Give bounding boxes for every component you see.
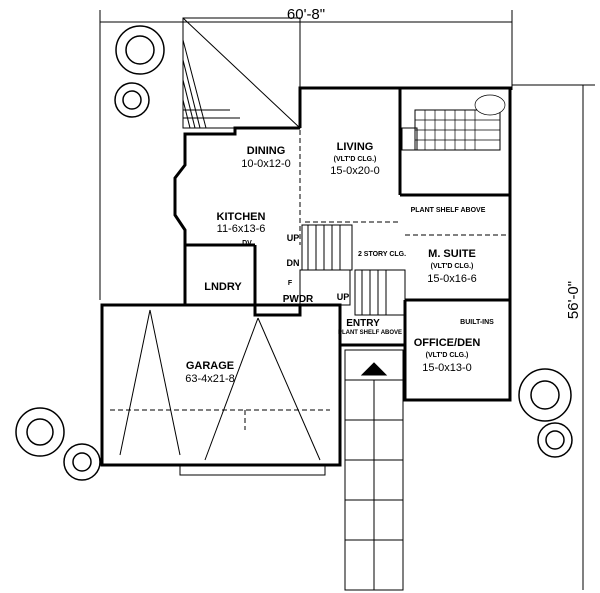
depth-dimension: 56'-0" — [512, 84, 595, 590]
office-label: OFFICE/DEN — [414, 337, 481, 349]
master-note: (VLT'D CLG.) — [431, 263, 474, 270]
office-note: (VLT'D CLG.) — [426, 352, 469, 359]
powder-label: PWDR — [283, 294, 314, 305]
deck — [182, 17, 301, 129]
entry-arrow-icon — [362, 363, 386, 375]
living-size: 15-0x20-0 — [330, 165, 380, 177]
living-label: LIVING — [337, 141, 374, 153]
office-size: 15-0x13-0 — [422, 362, 472, 374]
tree-icon — [15, 25, 573, 481]
entry-note: PLANT SHELF ABOVE — [338, 330, 402, 336]
garage-label: GARAGE — [186, 360, 234, 372]
depth-label: 56'-0" — [565, 281, 582, 319]
kitchen-label: KITCHEN — [217, 211, 266, 223]
kitchen-size: 11-6x13-6 — [217, 223, 266, 235]
stairs-up2-label: UP — [337, 292, 350, 302]
master-label: M. SUITE — [428, 248, 476, 260]
two-story-label: 2 STORY CLG. — [358, 251, 406, 258]
living-note: (VLT'D CLG.) — [334, 156, 377, 163]
dining-size: 10-0x12-0 — [241, 158, 291, 170]
dryer-label: DV — [242, 240, 252, 247]
garage-size: 63-4x21-8 — [185, 373, 235, 385]
walls — [100, 86, 512, 467]
stairs-down-label: DN — [287, 258, 300, 268]
master-bath — [401, 94, 506, 151]
pantry-label: F — [288, 280, 293, 287]
walkway — [344, 349, 404, 591]
width-dimension: 60'-8" — [99, 6, 513, 300]
stairs — [301, 224, 406, 316]
width-label: 60'-8" — [287, 6, 325, 23]
master-size: 15-0x16-6 — [427, 273, 477, 285]
entry-label: ENTRY — [346, 318, 380, 329]
plant-shelf-label: PLANT SHELF ABOVE — [411, 207, 486, 214]
dining-label: DINING — [247, 145, 286, 157]
built-ins-label: BUILT-INS — [460, 319, 494, 326]
garage-roof-lines — [119, 309, 326, 476]
laundry-label: LNDRY — [204, 281, 242, 293]
stairs-up-label: UP — [287, 233, 300, 243]
